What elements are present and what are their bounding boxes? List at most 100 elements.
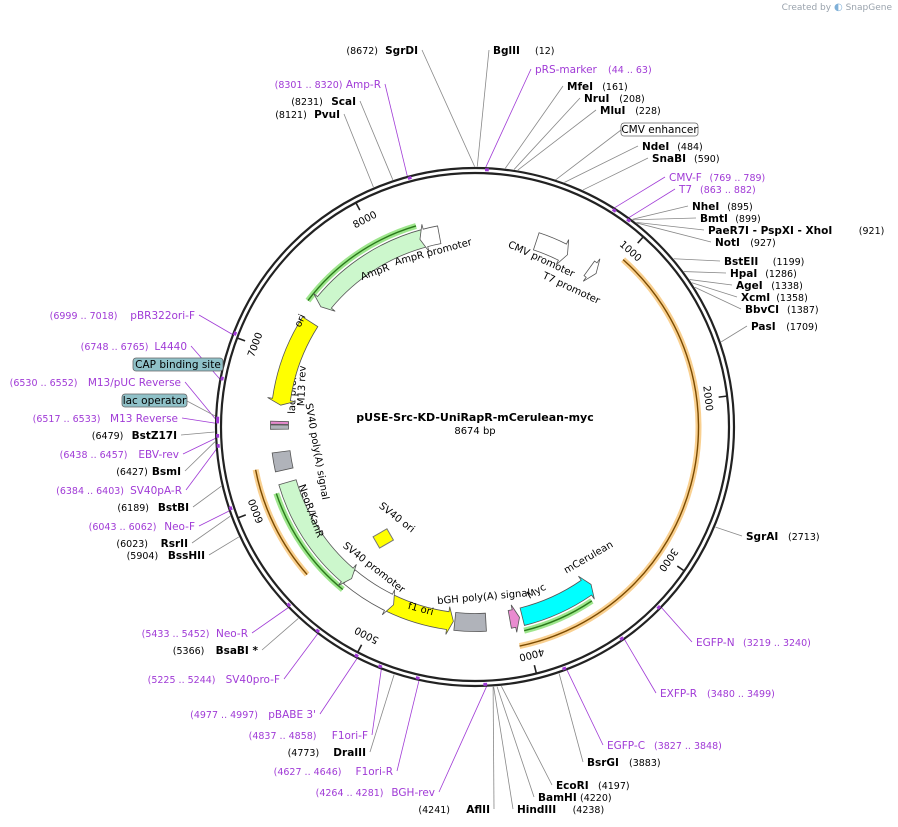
primer-range: (4977 .. 4997): [190, 710, 258, 721]
enzyme-rsrii: RsrII (6023): [116, 538, 188, 550]
feature-lac-promoter: [270, 424, 289, 430]
snapgene-logo-icon: ◐: [833, 2, 843, 13]
leader-line: [558, 673, 584, 763]
leader-line: [513, 97, 581, 170]
enzyme-sgrai: SgrAI (2713): [746, 531, 820, 543]
enzyme-position: (4238): [573, 805, 605, 816]
plasmid-name: pUSE-Src-KD-UniRapR-mCerulean-myc: [356, 411, 593, 424]
primer-amp-r: Amp-R(8301 .. 8320): [275, 79, 381, 91]
leader-line: [720, 325, 748, 343]
enzyme-name: EcoRI: [556, 780, 589, 792]
primer-name: pBR322ori-F: [130, 310, 195, 322]
enzyme-position: (8231): [291, 97, 323, 108]
primer-name: SV40pA-R: [130, 485, 182, 497]
enzyme-position: (4197): [598, 781, 630, 792]
enzyme-position: (6427): [116, 467, 148, 478]
primer-name: BGH-rev: [391, 787, 435, 799]
primer-name: EGFP-C: [607, 740, 645, 752]
primer-ebv-rev: EBV-rev(6438 .. 6457): [60, 449, 179, 461]
leader-line: [180, 431, 215, 436]
primer-leader: [613, 176, 666, 209]
orf-line: [254, 469, 308, 576]
orf-line: [307, 225, 417, 301]
primer-name: CMV-F: [669, 172, 702, 184]
enzyme-name: DraIII: [333, 747, 366, 759]
enzyme-name: RsrII: [161, 538, 188, 550]
enzyme-name: HindIII: [517, 804, 556, 816]
snapgene-credit: Created by ◐ SnapGene: [782, 2, 892, 13]
feature-box-label: lac operator: [123, 395, 187, 407]
primer-name: M13/pUC Reverse: [88, 377, 181, 389]
orf-line: [519, 259, 700, 647]
enzyme-name: BstEII: [724, 256, 758, 268]
tick-label: 2000: [700, 385, 714, 412]
enzyme-bbvci: BbvCI(1387): [745, 304, 819, 316]
tick-label: 1000: [617, 239, 643, 264]
enzyme-bsteii: BstEII(1199): [724, 256, 804, 268]
tick-label: 7000: [246, 331, 265, 359]
enzyme-name: MluI: [600, 105, 625, 117]
leader-line: [504, 85, 564, 169]
primer-leader: [185, 447, 218, 491]
primer-leader: [319, 657, 359, 715]
primer-leader: [566, 668, 604, 746]
primer-leader: [660, 606, 693, 643]
primer-f1ori-r: F1ori-R(4627 .. 4646): [274, 766, 393, 778]
primer-m13-puc-reverse: M13/pUC Reverse(6530 .. 6552): [10, 377, 181, 389]
enzyme-position: (484): [677, 142, 703, 153]
enzyme-hpai: HpaI(1286): [730, 268, 797, 280]
backbone-ring: [214, 166, 736, 688]
orf-tracks: [252, 223, 702, 649]
leader-line: [673, 258, 721, 262]
enzyme-position: (899): [735, 214, 761, 225]
credit-brand: SnapGene: [845, 3, 892, 13]
primer-site-mark: [626, 217, 631, 223]
enzyme-position: (228): [635, 106, 661, 117]
feature-box: [620, 122, 699, 137]
boxed-feature-lac-operator: lac operator: [121, 393, 188, 408]
tick-mark: [718, 395, 727, 398]
primer-prs-marker: pRS-marker(44 .. 63): [535, 64, 652, 76]
primer-site-mark: [656, 605, 662, 610]
leader-line: [496, 686, 535, 798]
enzyme-position: (161): [602, 82, 628, 93]
primer-pbr322ori-f: pBR322ori-F(6999 .. 7018): [50, 310, 195, 322]
leader-line: [184, 441, 216, 472]
primer-leader: [438, 685, 488, 793]
leader-line: [192, 485, 222, 508]
feature-m13-rev: [270, 420, 289, 425]
leader-line: [191, 515, 231, 544]
enzyme-position: (2713): [788, 532, 820, 543]
backbone-outer: [214, 166, 736, 688]
enzyme-draiii: DraIII(4773): [288, 747, 366, 759]
feature-ori: [267, 316, 319, 406]
primer-leader: [371, 667, 382, 736]
enzyme-position: (6189): [117, 503, 149, 514]
leader-line: [501, 685, 553, 786]
leader-line: [553, 129, 622, 182]
enzyme-bsmi: BsmI(6427): [116, 466, 181, 478]
enzyme-name: NdeI: [642, 141, 669, 153]
tick-mark: [355, 202, 361, 211]
enzyme-name: SgrAI: [746, 531, 778, 543]
primer-m13-reverse: M13 Reverse(6517 .. 6533): [33, 413, 178, 425]
feature-label-sv40-ori: SV40 ori: [377, 501, 417, 536]
primer-range: (4837 .. 4858): [249, 731, 317, 742]
primer-leader: [283, 632, 319, 680]
credit-text: Created by: [781, 3, 832, 13]
tick-mark: [237, 337, 246, 342]
primer-range: (44 .. 63): [608, 65, 652, 76]
enzyme-position: (208): [619, 94, 645, 105]
plasmid-size: 8674 bp: [454, 426, 495, 437]
primer-leader: [251, 606, 290, 634]
enzyme-position: (1286): [765, 269, 797, 280]
leader-line: [632, 205, 689, 220]
primer-name: SV40pro-F: [226, 674, 280, 686]
leader-line: [369, 674, 395, 753]
enzyme-position: (6023): [116, 539, 148, 550]
primer-name: EBV-rev: [138, 449, 179, 461]
orf-line: [523, 600, 593, 632]
primer-site-mark: [315, 628, 320, 634]
enzyme-name: MfeI: [567, 81, 593, 93]
enzyme-bmti: BmtI(899): [700, 213, 761, 225]
